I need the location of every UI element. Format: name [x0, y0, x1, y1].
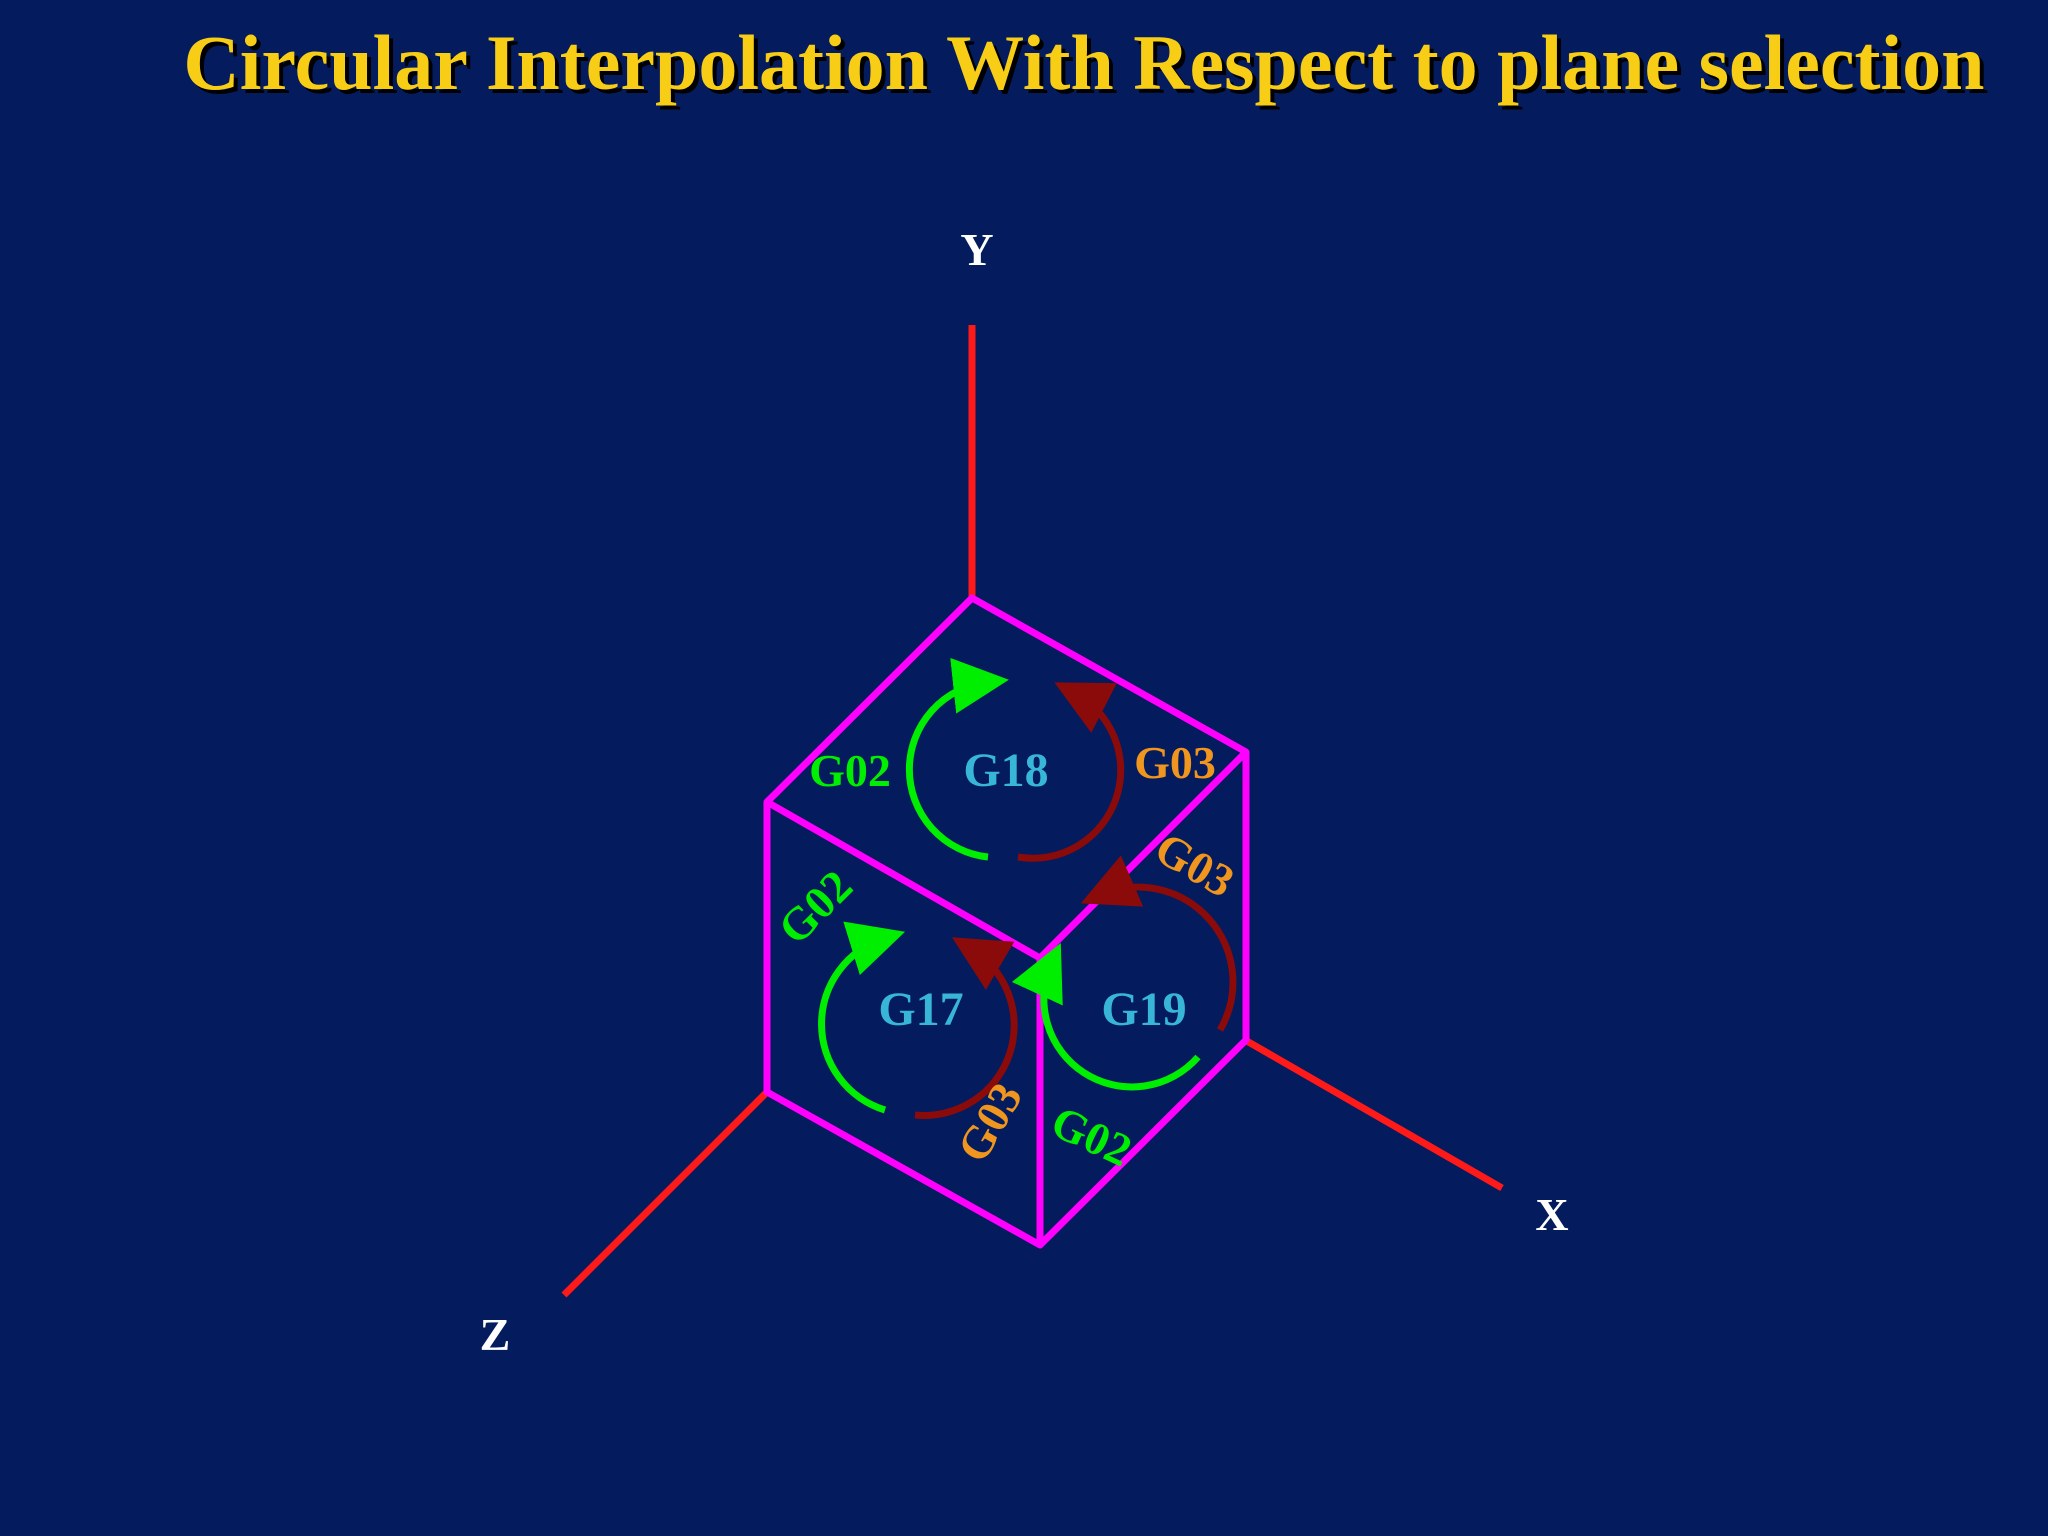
x-axis-label: X	[1535, 1189, 1568, 1240]
z-axis-line	[561, 1089, 770, 1298]
g18-g03-arc	[1017, 682, 1125, 862]
g17-g02-arc	[818, 921, 906, 1114]
g18-g02-arc	[905, 657, 1009, 861]
y-axis-label: Y	[960, 224, 993, 275]
plane-label-g18: G18	[963, 744, 1048, 797]
g19-g02-arc	[1011, 942, 1201, 1091]
plane-label-g17: G17	[878, 983, 963, 1036]
plane-label-g19: G19	[1101, 983, 1186, 1036]
slide-title: Circular Interpolation With Respect to p…	[183, 19, 1985, 106]
g17-g03-arc	[914, 937, 1018, 1119]
g17-g03-label: G03	[947, 1074, 1032, 1170]
cube-right-edges	[1037, 752, 1250, 1248]
g18-g03-label: G03	[1134, 737, 1216, 788]
z-axis-label: Z	[480, 1309, 511, 1360]
g18-g02-label: G02	[809, 745, 891, 796]
x-axis-line	[1243, 1036, 1504, 1192]
cube-outline	[763, 594, 1250, 1249]
g19-g03-arc	[1080, 855, 1237, 1032]
cube-left-edges	[763, 802, 1044, 1249]
g17-g02-label: G02	[768, 860, 862, 954]
